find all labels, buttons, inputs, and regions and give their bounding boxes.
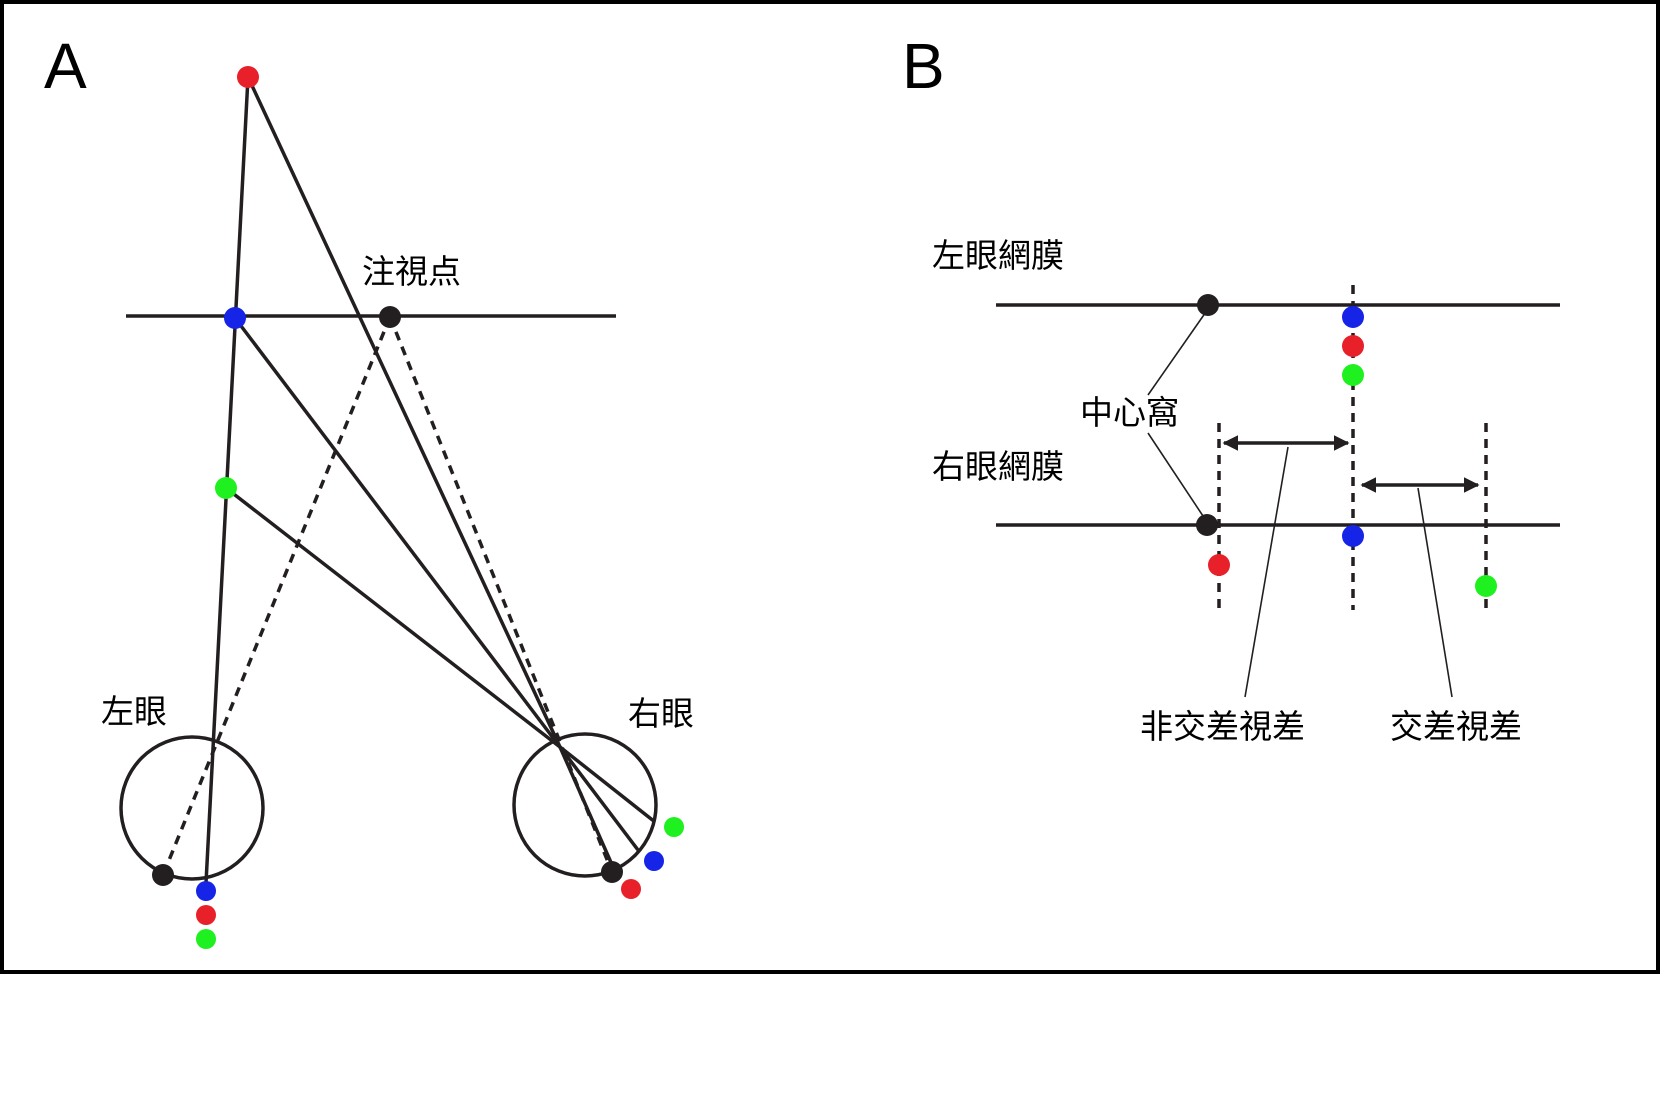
fovea-leader-to-right-retina: [1147, 432, 1204, 517]
right-eye-blue-dot: [644, 851, 664, 871]
figure-frame: [0, 0, 1660, 974]
uncrossed-leader-line: [1244, 446, 1289, 698]
green-point: [215, 477, 237, 499]
left-retina-red-dot: [1342, 335, 1364, 357]
right-eye-label: 右眼: [628, 694, 694, 733]
panel-b-letter: B: [902, 30, 945, 102]
green-to-right-eye-line: [224, 486, 562, 749]
right-eye-ray-blue: [558, 745, 640, 852]
right-retina-fovea-dot: [1196, 514, 1218, 536]
right-eye-ray-green: [558, 745, 657, 824]
right-retina-blue-dot: [1342, 525, 1364, 547]
blue-to-right-eye-line: [233, 316, 562, 749]
right-retina-green-dot: [1475, 575, 1497, 597]
left-eye-fovea-dot: [152, 864, 174, 886]
right-eye-green-dot: [664, 817, 684, 837]
panel-a-letter: A: [44, 30, 87, 102]
fixation-point-label: 注視点: [362, 252, 461, 291]
right-eye-ray-red: [558, 746, 619, 877]
left-eye-red-dot: [196, 905, 216, 925]
fixation-point: [379, 306, 401, 328]
panel-b: B 左眼網膜 右眼網膜 中心窩 非交差視差 交差視差: [902, 30, 1560, 746]
right-retina-label: 右眼網膜: [932, 447, 1064, 486]
left-eye-blue-dot: [196, 881, 216, 901]
blue-point: [224, 307, 246, 329]
red-point: [237, 66, 259, 88]
left-eye-circle: [119, 735, 265, 881]
fovea-leader-to-left-retina: [1147, 308, 1209, 396]
fixation-to-left-eye-dashed: [161, 316, 392, 876]
left-retina-blue-dot: [1342, 306, 1364, 328]
crossed-disparity-label: 交差視差: [1390, 707, 1522, 746]
left-retina-label: 左眼網膜: [932, 236, 1064, 275]
left-eye-green-dot: [196, 929, 216, 949]
red-to-right-eye-line: [246, 76, 562, 748]
left-retina-green-dot: [1342, 364, 1364, 386]
right-eye-fovea-dot: [601, 861, 623, 883]
fovea-label: 中心窩: [1080, 393, 1179, 432]
crossed-leader-line: [1417, 487, 1453, 698]
left-eye-label: 左眼: [101, 692, 167, 731]
panel-a: A 注視点 左眼: [44, 30, 694, 949]
right-eye-circle: [512, 732, 658, 878]
right-retina-red-dot: [1208, 554, 1230, 576]
left-retina-fovea-dot: [1197, 294, 1219, 316]
right-eye-red-dot: [621, 879, 641, 899]
uncrossed-disparity-label: 非交差視差: [1140, 707, 1305, 746]
